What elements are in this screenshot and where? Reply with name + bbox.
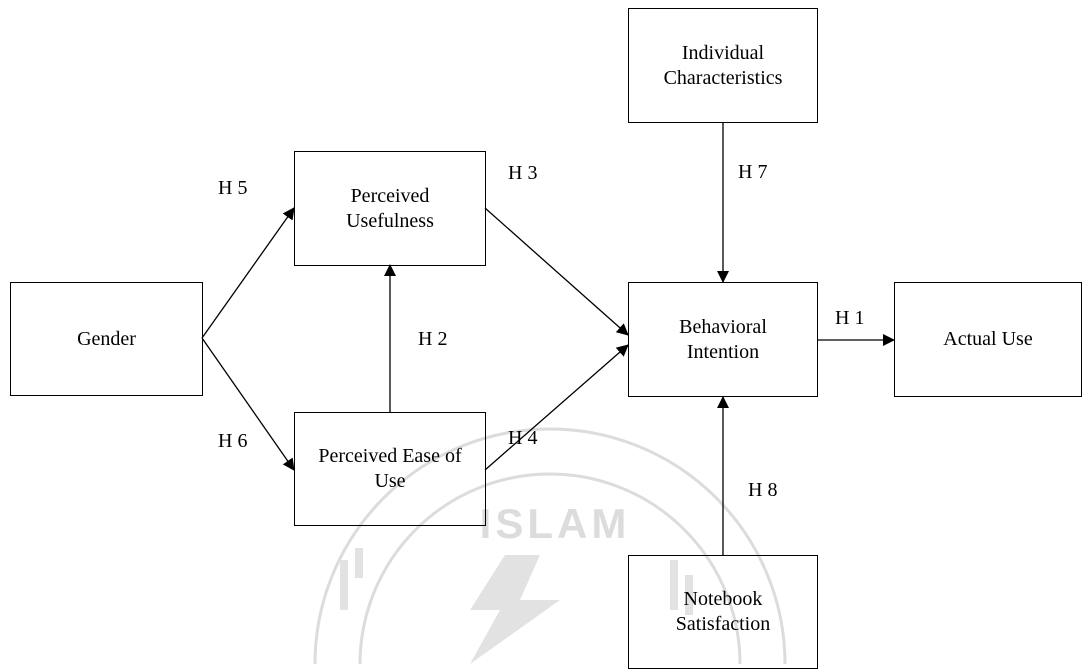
hypothesis-label-h1: H 1 [835, 307, 865, 329]
hypothesis-label-h2: H 2 [418, 328, 448, 350]
hypothesis-label-h7: H 7 [738, 161, 768, 183]
hypothesis-label-h3: H 3 [508, 162, 538, 184]
arrow-usefulness-to-intention [484, 207, 629, 336]
node-actual-use-label: Actual Use [943, 328, 1033, 350]
node-perceived-ease-of-use: Perceived Ease of Use [294, 412, 486, 526]
node-gender-label: Gender [77, 327, 136, 350]
node-perceived-usefulness: Perceived Usefulness [294, 151, 486, 266]
hypothesis-label-h6: H 6 [218, 430, 248, 452]
watermark-text: ISLAM [480, 500, 631, 547]
node-behavioral-intention: Behavioral Intention [628, 282, 818, 397]
node-actual-use: Actual Use [894, 282, 1082, 397]
node-individual-characteristics-label: Individual Characteristics [663, 41, 783, 89]
arrow-gender-to-usefulness [201, 207, 295, 339]
node-perceived-usefulness-label: Perceived Usefulness [346, 184, 434, 232]
hypothesis-label-h5: H 5 [218, 177, 248, 199]
node-individual-characteristics: Individual Characteristics [628, 8, 818, 123]
node-gender: Gender [10, 282, 203, 396]
node-behavioral-intention-label: Behavioral Intention [679, 315, 767, 363]
node-notebook-satisfaction: Notebook Satisfaction [628, 555, 818, 669]
node-notebook-satisfaction-label: Notebook Satisfaction [675, 588, 771, 635]
hypothesis-label-h4: H 4 [508, 427, 538, 449]
hypothesis-label-h8: H 8 [748, 479, 778, 501]
node-perceived-ease-of-use-label: Perceived Ease of Use [318, 445, 462, 492]
arrow-ease-of-use-to-intention [484, 344, 629, 471]
arrow-gender-to-ease-of-use [201, 337, 295, 471]
